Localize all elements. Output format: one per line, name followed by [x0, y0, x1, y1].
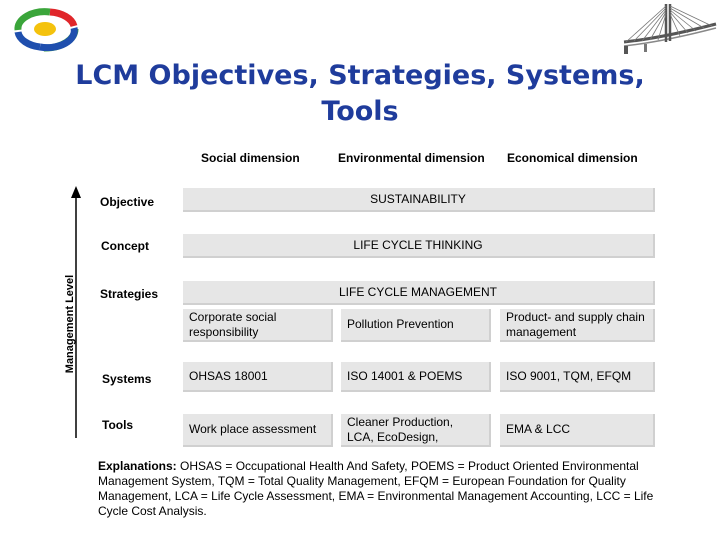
systems-cell-economical: ISO 9001, TQM, EFQM — [500, 362, 655, 392]
column-header-economical: Economical dimension — [507, 151, 638, 165]
logo-rings-icon — [11, 6, 79, 52]
tools-cell-social: Work place assessment — [183, 414, 333, 447]
strategies-cell-social: Corporate social responsibility — [183, 309, 333, 342]
column-header-environmental: Environmental dimension — [338, 151, 485, 165]
explanations-body: OHSAS = Occupational Health And Safety, … — [98, 459, 654, 518]
explanations-label: Explanations: — [98, 459, 177, 473]
explanations-text: Explanations: OHSAS = Occupational Healt… — [98, 459, 668, 519]
systems-cell-environmental: ISO 14001 & POEMS — [341, 362, 491, 392]
strategies-box: LIFE CYCLE MANAGEMENT — [183, 281, 655, 305]
strategies-cell-economical: Product- and supply chain management — [500, 309, 655, 342]
row-label-concept: Concept — [101, 239, 149, 253]
objective-box: SUSTAINABILITY — [183, 188, 655, 212]
column-header-social: Social dimension — [201, 151, 300, 165]
strategies-cell-environmental: Pollution Prevention — [341, 309, 491, 342]
systems-cell-social: OHSAS 18001 — [183, 362, 333, 392]
row-label-strategies: Strategies — [100, 287, 159, 301]
row-label-objective: Objective — [100, 195, 155, 209]
axis-label: Management Level — [64, 274, 76, 374]
bridge-icon — [623, 4, 717, 54]
page-title: LCM Objectives, Strategies, Systems, Too… — [0, 58, 720, 130]
tools-cell-economical: EMA & LCC — [500, 414, 655, 447]
concept-box: LIFE CYCLE THINKING — [183, 234, 655, 258]
row-label-systems: Systems — [102, 372, 152, 386]
row-label-tools: Tools — [102, 418, 134, 432]
title-line-1: LCM Objectives, Strategies, Systems, — [75, 60, 645, 91]
tools-cell-environmental: Cleaner Production, LCA, EcoDesign, — [341, 414, 491, 447]
title-line-2: Tools — [321, 96, 399, 127]
management-level-arrow-icon — [71, 186, 81, 438]
